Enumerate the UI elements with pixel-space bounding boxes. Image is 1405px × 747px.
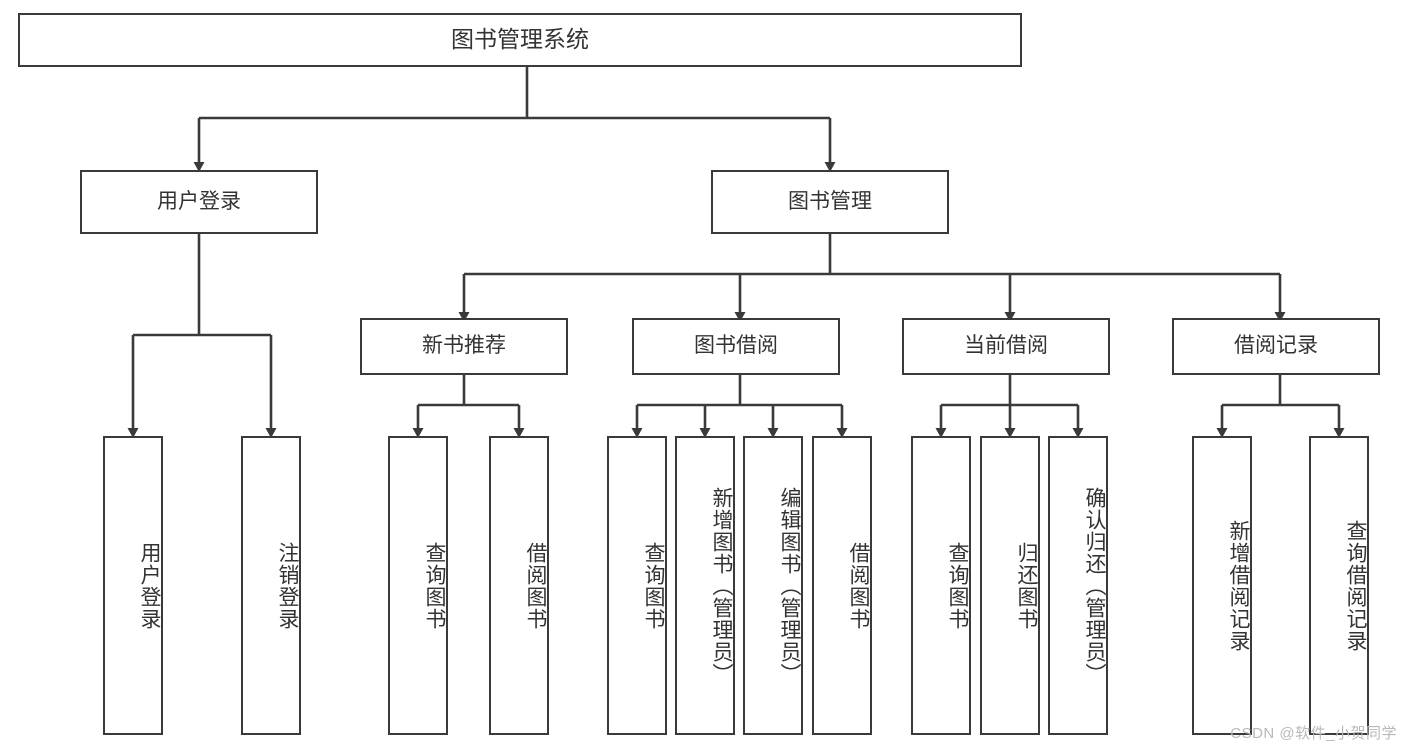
node-book-management-label: 图书管理 (788, 189, 872, 213)
node-borrow-record[interactable]: 借阅记录 (1172, 318, 1380, 375)
leaf-book-borrow-borrow[interactable]: 借阅图书 (812, 436, 872, 735)
leaf-user-login-login-label: 用户登录 (138, 541, 161, 630)
leaf-user-login-logout[interactable]: 注销登录 (241, 436, 301, 735)
watermark: CSDN @软件_小贺同学 (1230, 725, 1397, 742)
node-book-borrow-label: 图书借阅 (694, 334, 778, 358)
leaf-current-borrow-return[interactable]: 归还图书 (980, 436, 1040, 735)
leaf-new-book-borrow[interactable]: 借阅图书 (489, 436, 549, 735)
leaf-book-borrow-query[interactable]: 查询图书 (607, 436, 667, 735)
leaf-book-borrow-add[interactable]: 新增图书（管理员） (675, 436, 735, 735)
leaf-borrow-record-add[interactable]: 新增借阅记录 (1192, 436, 1252, 735)
leaf-borrow-record-query-label: 查询借阅记录 (1344, 519, 1367, 652)
leaf-current-borrow-query-label: 查询图书 (946, 541, 969, 630)
leaf-current-borrow-confirm-label: 确认归还（管理员） (1083, 486, 1106, 685)
node-borrow-record-label: 借阅记录 (1234, 334, 1318, 358)
leaf-user-login-logout-label: 注销登录 (276, 541, 299, 630)
leaf-current-borrow-return-label: 归还图书 (1015, 541, 1038, 630)
leaf-book-borrow-add-label: 新增图书（管理员） (710, 486, 733, 685)
leaf-current-borrow-query[interactable]: 查询图书 (911, 436, 971, 735)
node-user-login[interactable]: 用户登录 (80, 170, 318, 234)
leaf-book-borrow-borrow-label: 借阅图书 (847, 541, 870, 630)
node-root[interactable]: 图书管理系统 (18, 13, 1022, 67)
leaf-current-borrow-confirm[interactable]: 确认归还（管理员） (1048, 436, 1108, 735)
node-book-management[interactable]: 图书管理 (711, 170, 949, 234)
leaf-borrow-record-query[interactable]: 查询借阅记录 (1309, 436, 1369, 735)
leaf-user-login-login[interactable]: 用户登录 (103, 436, 163, 735)
leaf-new-book-borrow-label: 借阅图书 (524, 541, 547, 630)
leaf-new-book-query[interactable]: 查询图书 (388, 436, 448, 735)
node-current-borrow[interactable]: 当前借阅 (902, 318, 1110, 375)
node-new-book-recommend-label: 新书推荐 (422, 334, 506, 358)
node-current-borrow-label: 当前借阅 (964, 334, 1048, 358)
leaf-book-borrow-edit[interactable]: 编辑图书（管理员） (743, 436, 803, 735)
leaf-borrow-record-add-label: 新增借阅记录 (1227, 519, 1250, 652)
node-book-borrow[interactable]: 图书借阅 (632, 318, 840, 375)
node-user-login-label: 用户登录 (157, 189, 241, 213)
leaf-book-borrow-query-label: 查询图书 (642, 541, 665, 630)
leaf-book-borrow-edit-label: 编辑图书（管理员） (778, 486, 801, 685)
node-root-label: 图书管理系统 (451, 26, 589, 53)
node-new-book-recommend[interactable]: 新书推荐 (360, 318, 568, 375)
leaf-new-book-query-label: 查询图书 (423, 541, 446, 630)
